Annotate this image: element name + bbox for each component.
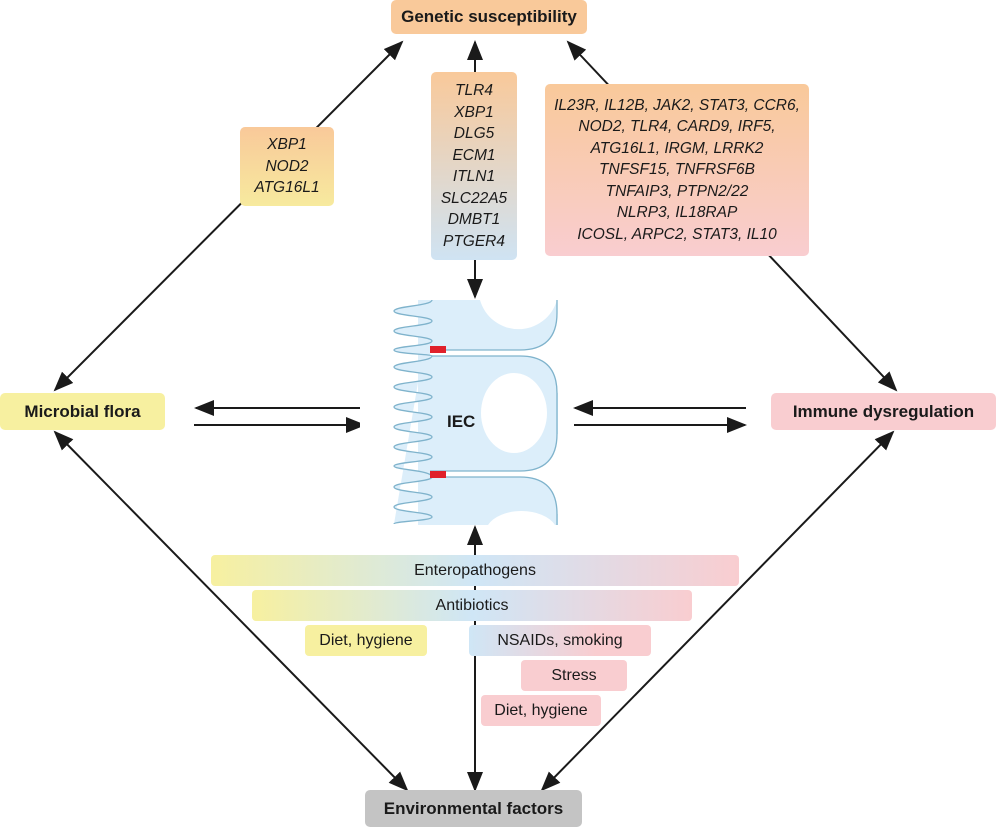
gene: SLC22A5 [440, 189, 508, 207]
node-environmental-factors: Environmental factors [365, 790, 582, 827]
iec-illustration [360, 298, 558, 527]
microvilli [393, 299, 433, 525]
gene: ITLN1 [452, 168, 496, 185]
gene: NOD2 [265, 157, 309, 175]
gene-line: NLRP3, IL18RAP [616, 204, 738, 222]
gene-line: TNFAIP3, PTPN2/22 [605, 182, 749, 200]
iec-label: IEC [447, 412, 476, 431]
gene-line: ICOSL, ARPC2, STAT3, IL10 [577, 225, 777, 243]
gene: XBP1 [267, 136, 307, 154]
node-genetic-susceptibility: Genetic susceptibility [391, 0, 587, 34]
gene: PTGER4 [442, 232, 505, 250]
factor-diet-hygiene-left: Diet, hygiene [305, 625, 427, 656]
gene: XBP1 [454, 103, 494, 121]
factor-stress: Stress [521, 660, 627, 691]
arrow-microbial-genetic [53, 40, 404, 392]
node-immune-dysregulation: Immune dysregulation [771, 393, 996, 430]
arrow-microbial-environmental [53, 430, 409, 792]
gene-box-iec-genetic: TLR4 XBP1 DLG5 ECM1 ITLN1 SLC22A5 DMBT1 … [431, 72, 517, 260]
node-microbial-flora: Microbial flora [0, 393, 165, 430]
factor-antibiotics: Antibiotics [252, 590, 692, 621]
gene: DMBT1 [447, 211, 501, 228]
gene-line: ATG16L1, IRGM, LRRK2 [590, 139, 764, 157]
tight-junction-bottom [430, 471, 446, 478]
factor-enteropathogens: Enteropathogens [211, 555, 739, 586]
gene: ECM1 [452, 146, 496, 164]
gene-line: IL23R, IL12B, JAK2, STAT3, CCR6, [554, 96, 800, 114]
gene: TLR4 [455, 82, 493, 99]
arrow-immune-environmental [540, 430, 895, 792]
gene-box-microbial-genetic: XBP1 NOD2 ATG16L1 [240, 127, 334, 206]
factor-nsaids-smoking: NSAIDs, smoking [469, 625, 651, 656]
gene: ATG16L1 [254, 179, 320, 197]
gene-line: NOD2, TLR4, CARD9, IRF5, [578, 118, 776, 136]
factor-diet-hygiene-right: Diet, hygiene [481, 695, 601, 726]
gene-box-immune-genetic: IL23R, IL12B, JAK2, STAT3, CCR6, NOD2, T… [545, 84, 809, 256]
gene-line: TNFSF15, TNFRSF6B [599, 161, 755, 179]
gene: DLG5 [453, 125, 495, 142]
tight-junction-top [430, 346, 446, 353]
